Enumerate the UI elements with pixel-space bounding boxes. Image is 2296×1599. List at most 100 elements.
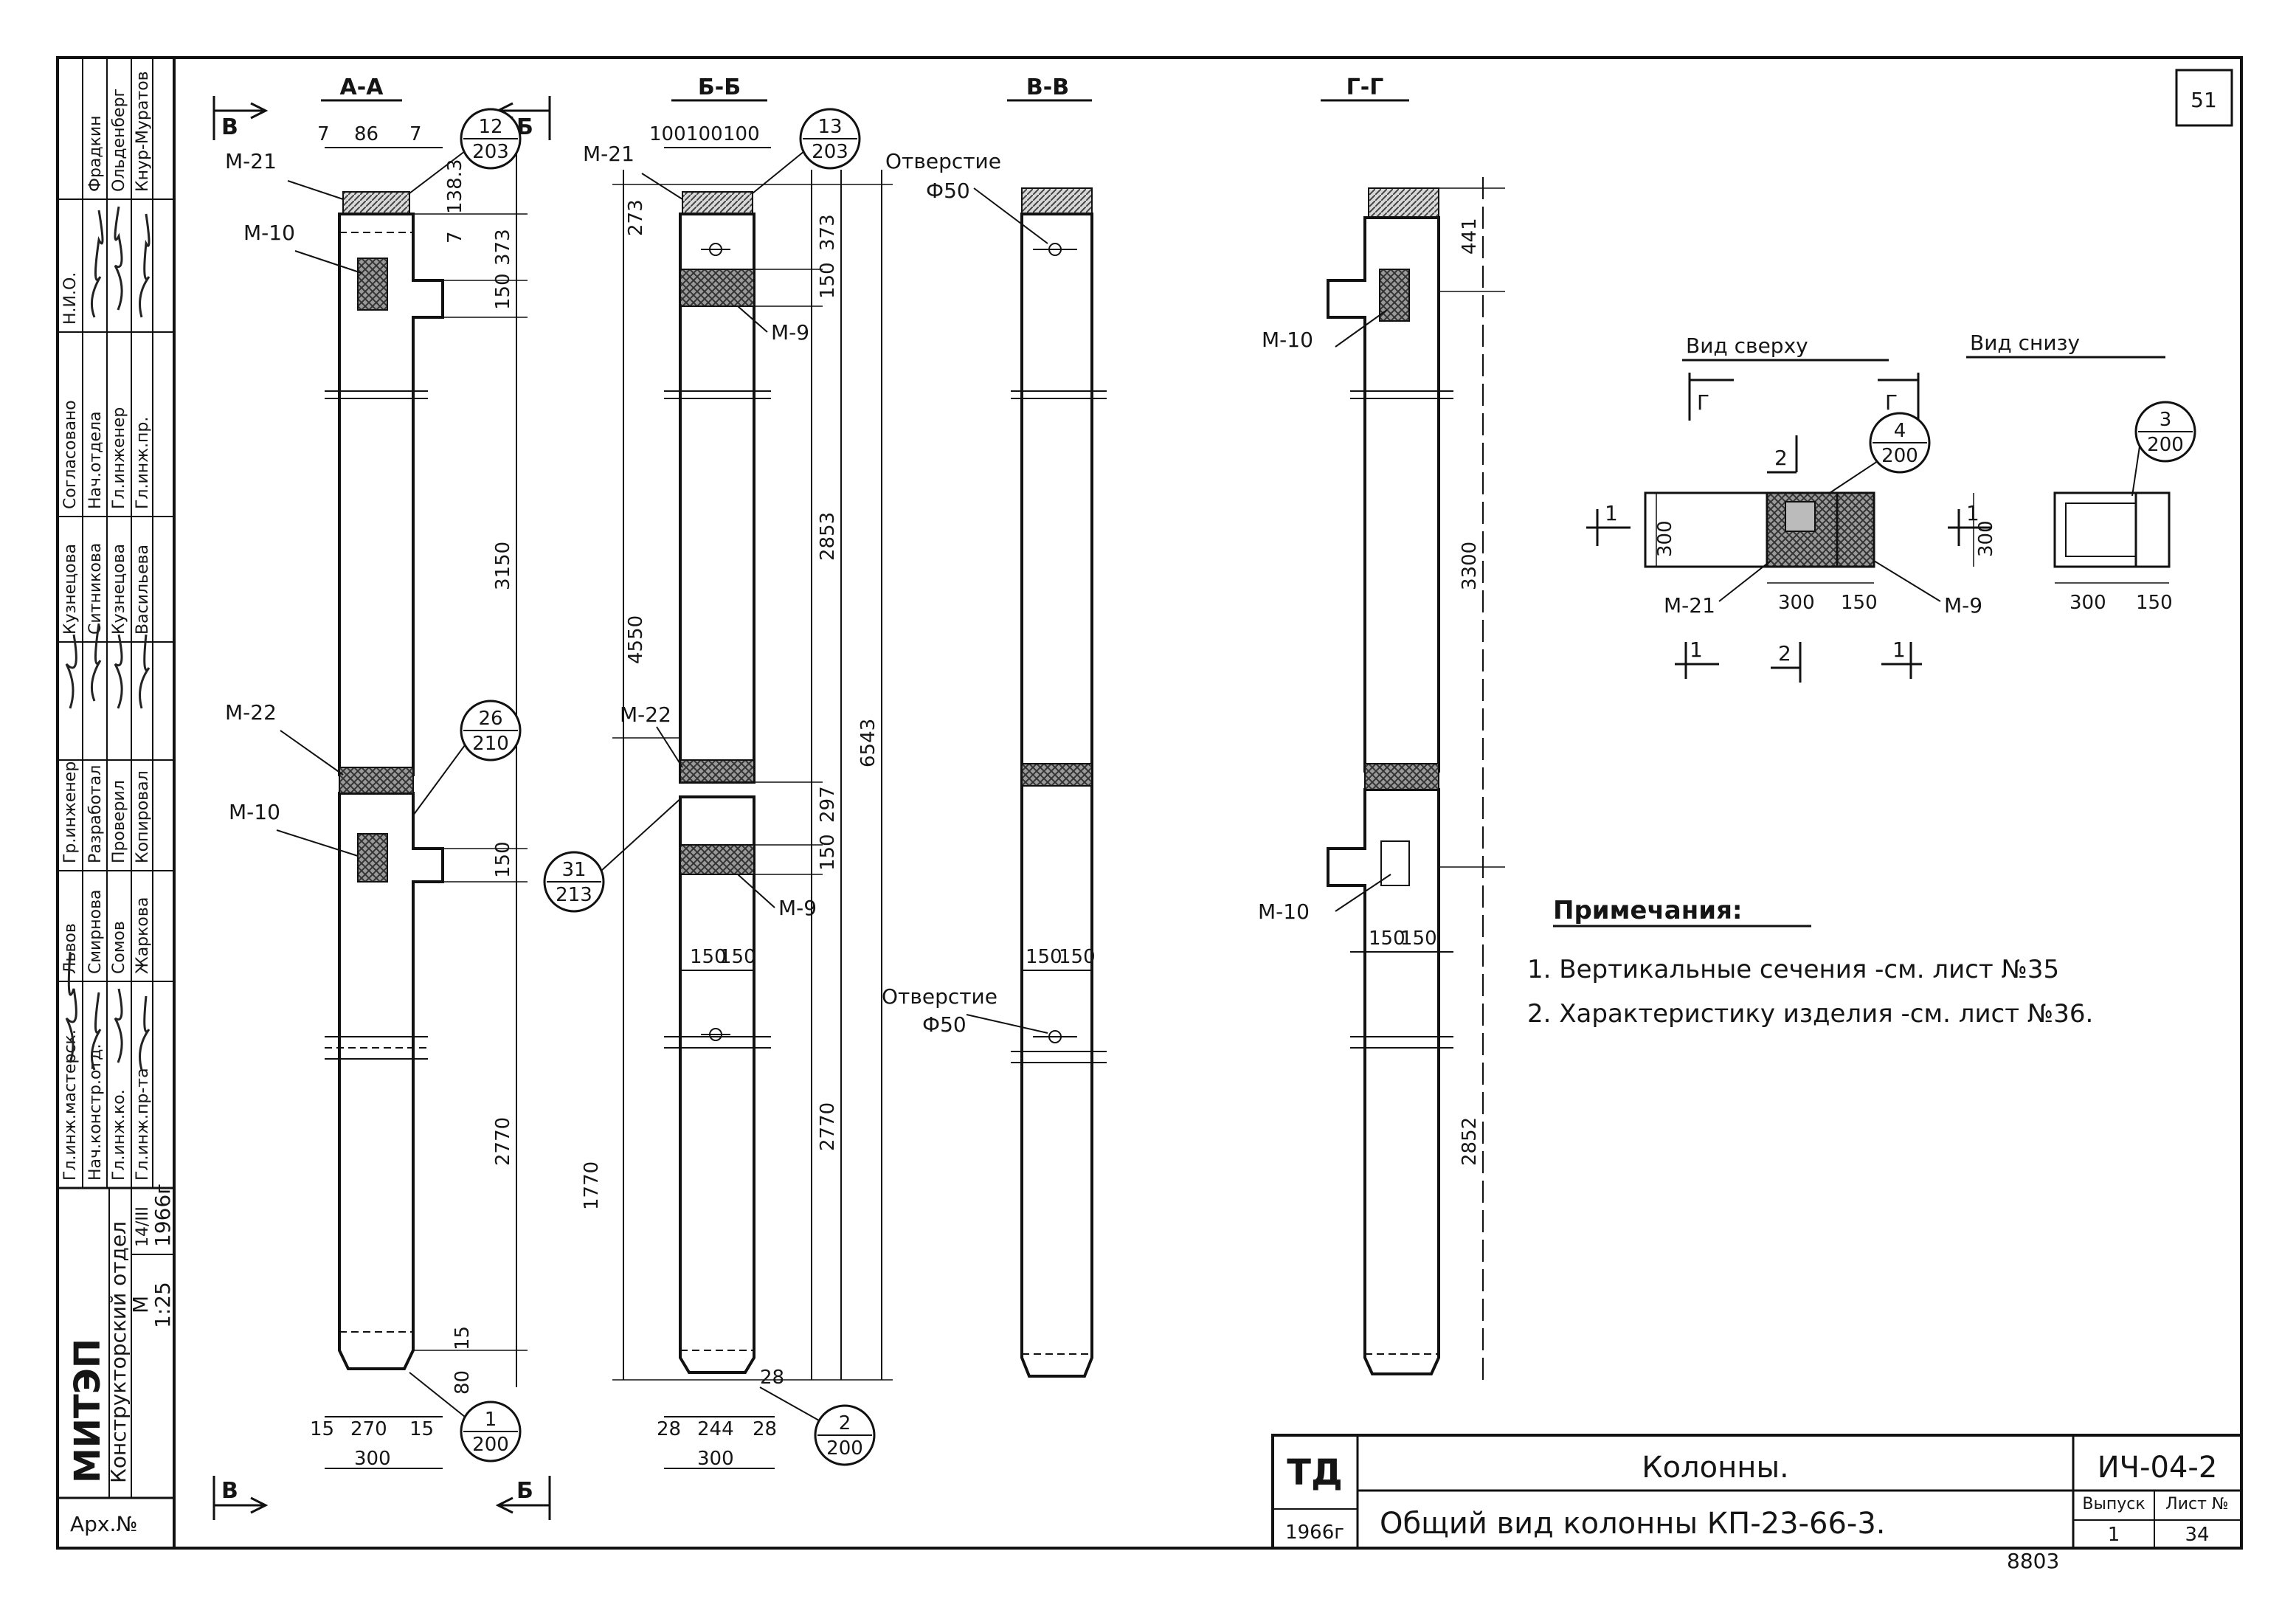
dim: 244 xyxy=(697,1418,734,1440)
column-aa-callouts: 12 203 26 210 1 200 xyxy=(409,108,522,1462)
bottom-number: 8803 xyxy=(2007,1549,2059,1573)
section-title-bb: Б-Б xyxy=(698,75,741,100)
plan-mark: 2 xyxy=(1774,446,1788,470)
plan-mark: Г xyxy=(1885,390,1898,415)
dim: 100 xyxy=(686,123,723,145)
dim: 150 xyxy=(1026,946,1062,968)
column-bb xyxy=(612,147,893,1469)
dim: 300 xyxy=(1654,520,1676,557)
callout-den: 200 xyxy=(826,1437,863,1460)
signature-scribbles xyxy=(65,206,151,1071)
stamp-cell: Львов xyxy=(61,923,80,974)
dim: 150 xyxy=(1059,946,1096,968)
callout-den: 200 xyxy=(1881,445,1918,467)
part-label: М-21 xyxy=(583,142,634,166)
stamp-cell: Васильева xyxy=(134,545,152,635)
callout-den: 210 xyxy=(472,733,509,755)
title-main: Колонны. xyxy=(1642,1451,1789,1485)
view-mark-v-top: В xyxy=(221,114,238,140)
dim: 4550 xyxy=(625,615,647,664)
callout-den: 203 xyxy=(812,141,848,163)
dim: 273 xyxy=(625,199,647,236)
stamp-cell: Н.И.О. xyxy=(61,272,80,325)
stamp-cell: Гр.инженер xyxy=(61,761,80,863)
section-title-aa: А-А xyxy=(340,75,384,100)
title-code: ИЧ-04-2 xyxy=(2098,1451,2218,1485)
dim: 300 xyxy=(697,1448,734,1470)
stamp-cell: Смирнова xyxy=(86,889,105,974)
stamp-cell: Гл.инж.мастерск. xyxy=(61,1029,80,1181)
vypusk-value: 1 xyxy=(2108,1524,2120,1546)
callout-den: 203 xyxy=(472,141,509,163)
stamp-cell: Кузнецова xyxy=(61,544,80,635)
title-block: ТД 1966г Колонны. Общий вид колонны КП-2… xyxy=(1271,1434,2243,1550)
part-label: М-9 xyxy=(771,320,809,345)
dim: 150 xyxy=(719,946,756,968)
note-item: 2. Характеристику изделия -см. лист №36. xyxy=(1527,999,2093,1029)
stamp-dept: Конструкторский отдел xyxy=(106,1221,131,1483)
view-mark-b-bottom: Б xyxy=(516,1478,533,1504)
stamp-cell: Ситникова xyxy=(86,543,105,635)
hole-label: Отверстие xyxy=(882,984,997,1009)
part-label: М-21 xyxy=(225,149,277,173)
section-title-vv: В-В xyxy=(1026,75,1069,100)
column-vv-labels: Отверстие Ф50 Отверстие Ф50 150 150 xyxy=(882,149,1096,1037)
dim: 150 xyxy=(1841,592,1878,614)
callout-num: 3 xyxy=(2160,409,2172,431)
dim: 7 xyxy=(409,123,422,145)
callout-num: 2 xyxy=(839,1412,851,1434)
stamp-scale-label: М xyxy=(128,1296,153,1313)
dim: 2770 xyxy=(492,1117,514,1166)
dim: 7 xyxy=(317,123,330,145)
stamp-arch: Арх.№ xyxy=(70,1512,138,1536)
hole-label: Ф50 xyxy=(922,1012,967,1037)
list-value: 34 xyxy=(2185,1524,2209,1546)
dim: 15 xyxy=(310,1418,334,1440)
part-label: М-10 xyxy=(1258,899,1310,924)
dim: 373 xyxy=(492,229,514,266)
dim: 28 xyxy=(657,1418,681,1440)
plan-mark: Г xyxy=(1697,390,1709,415)
callout-den: 200 xyxy=(472,1434,509,1456)
section-titles: А-А Б-Б В-В Г-Г xyxy=(321,75,1409,102)
dim: 150 xyxy=(2136,592,2173,614)
stamp-cell: Кнур-Муратов xyxy=(134,71,152,192)
title-year: 1966г xyxy=(1285,1522,1344,1544)
dim: 150 xyxy=(492,273,514,310)
stamp-cell: Гл.инж.пр-та xyxy=(134,1068,152,1181)
title-sub: Общий вид колонны КП-23-66-3. xyxy=(1380,1507,1886,1541)
dim: 6543 xyxy=(857,719,879,767)
column-aa xyxy=(325,147,528,1469)
column-bb-dims: 100 100 100 273 4550 1770 373 150 2853 2… xyxy=(581,123,879,1470)
page-number: 51 xyxy=(2190,88,2217,112)
callout-num: 12 xyxy=(478,116,502,138)
callout-den: 213 xyxy=(556,884,592,906)
dim: 300 xyxy=(2069,592,2106,614)
dim: 2770 xyxy=(817,1102,839,1151)
plan-mark: 2 xyxy=(1778,641,1791,666)
stamp-cell: Проверил xyxy=(110,780,128,863)
view-marks: В В Б Б xyxy=(212,96,551,1520)
title-td: ТД xyxy=(1287,1452,1343,1493)
dim: 150 xyxy=(492,841,514,878)
stamp-org: МИТЭП xyxy=(67,1339,108,1483)
callout-num: 4 xyxy=(1894,420,1906,442)
dim: 150 xyxy=(1369,928,1405,950)
side-stamp xyxy=(58,58,174,1499)
stamp-cell: Нач.отдела xyxy=(86,411,105,509)
part-label: М-10 xyxy=(243,221,295,245)
stamp-cell: Гл.инженер xyxy=(110,407,128,509)
view-mark-v-bottom: В xyxy=(221,1478,238,1504)
dim: 100 xyxy=(723,123,760,145)
plan-views: Вид сверху Вид снизу Г Г 2 1 1 2 1 1 xyxy=(1586,331,2196,683)
column-aa-dims: 7 86 7 138.3 7 373 150 3150 150 2770 15 … xyxy=(310,123,514,1470)
part-label: М-22 xyxy=(225,700,277,725)
stamp-cell: Гл.инж.пр. xyxy=(134,417,152,509)
stamp-cell: Сомов xyxy=(110,921,128,974)
column-bb-callouts: 13 203 31 213 2 200 xyxy=(543,108,876,1466)
dim: 15 xyxy=(452,1326,474,1350)
stamp-cell: Согласовано xyxy=(61,400,80,509)
dim: 297 xyxy=(817,786,839,823)
stamp-cell: Кузнецова xyxy=(110,544,128,635)
hole-label: Отверстие xyxy=(885,149,1001,173)
